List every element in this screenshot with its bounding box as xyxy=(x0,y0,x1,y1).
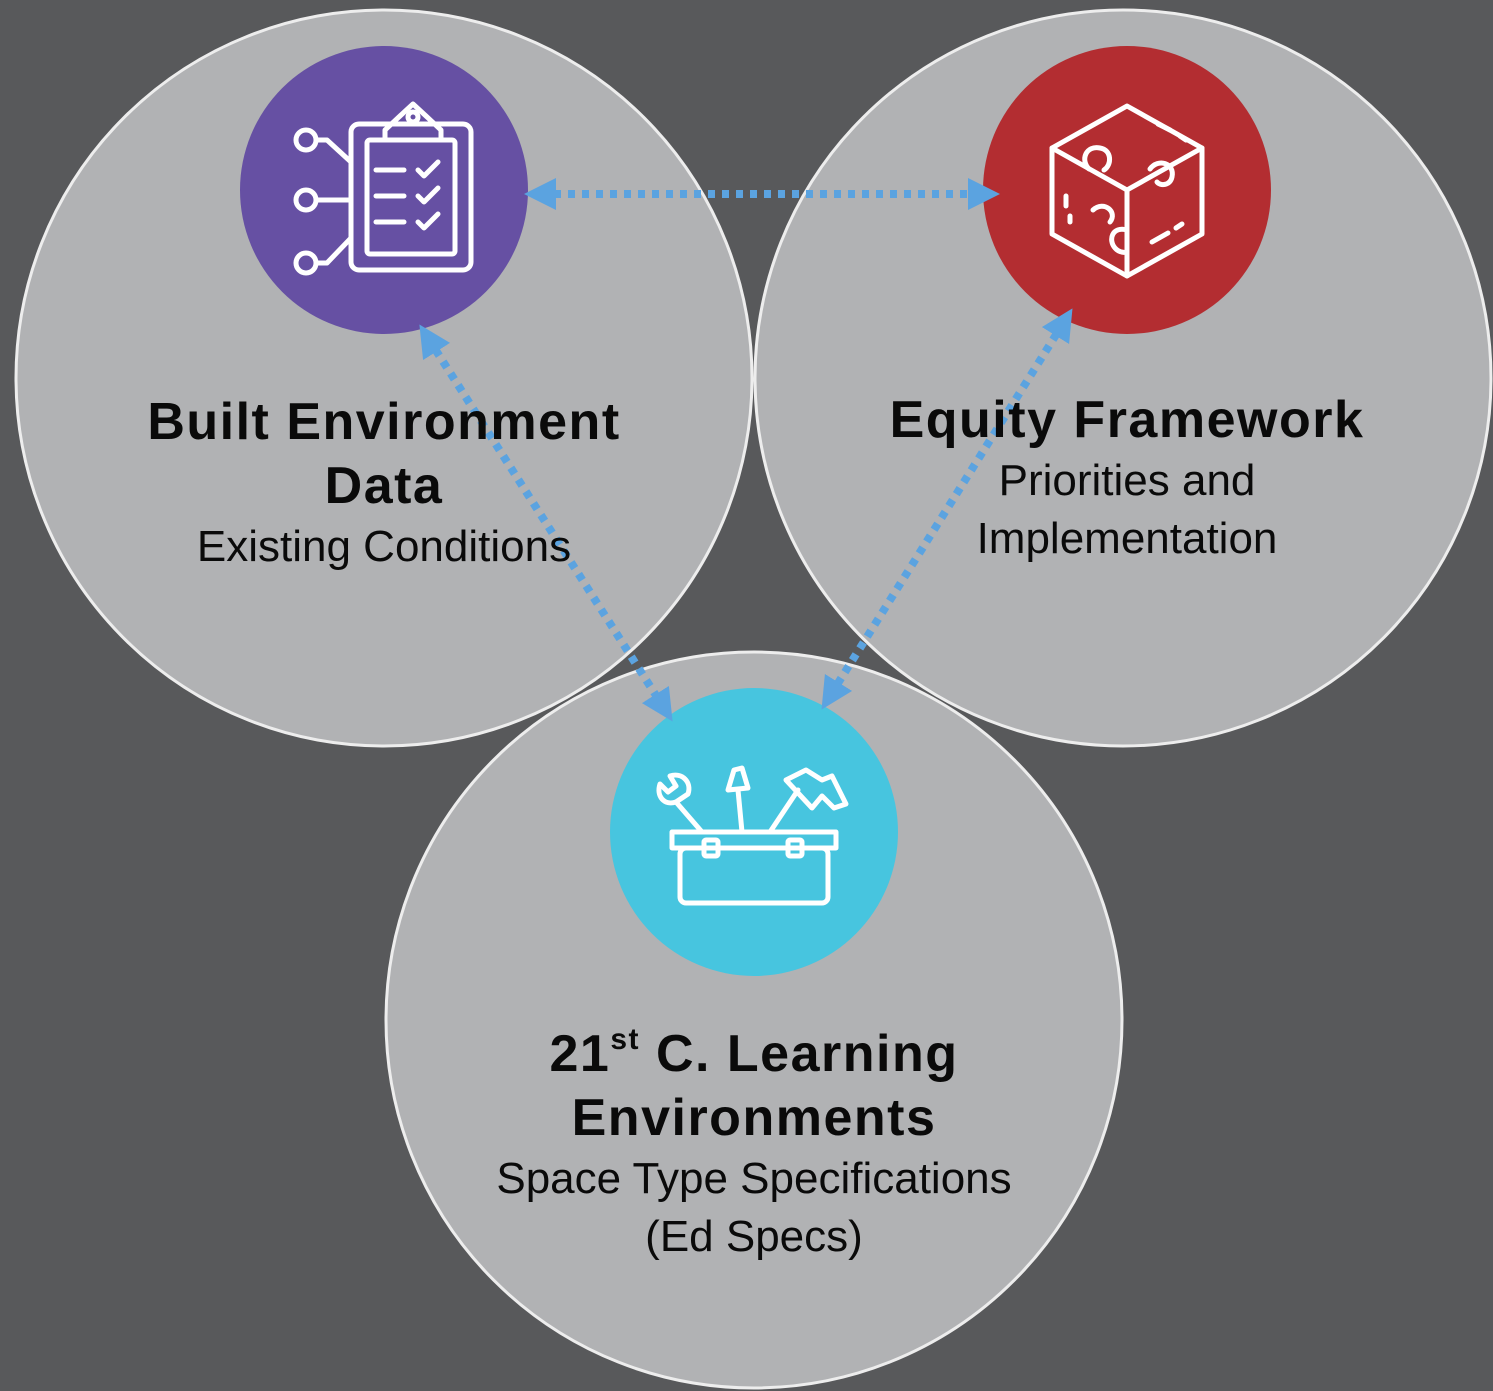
learning-title-rest: C. Learning xyxy=(640,1025,959,1083)
learning-title-superscript: st xyxy=(610,1022,641,1056)
learning-title-line1: 21st C. Learning xyxy=(404,1022,1104,1086)
built-environment-label: Built Environment Data Existing Conditio… xyxy=(84,390,684,576)
learning-label: 21st C. Learning Environments Space Type… xyxy=(404,1022,1104,1266)
learning-circle xyxy=(384,650,1124,1390)
learning-subtitle-line2: (Ed Specs) xyxy=(645,1212,863,1261)
arrows xyxy=(419,178,1073,722)
arrow-equity-learning xyxy=(821,308,1073,710)
learning-title-line2: Environments xyxy=(571,1089,937,1147)
equity-subtitle-line1: Priorities and xyxy=(998,456,1256,505)
equity-label: Equity Framework Priorities and Implemen… xyxy=(827,388,1427,568)
built-environment-title-line1: Built Environment xyxy=(147,393,621,451)
puzzle-cube-icon xyxy=(983,46,1271,334)
clipboard-checklist-icon xyxy=(240,46,528,334)
equity-subtitle-line2: Implementation xyxy=(976,514,1278,563)
built-environment-title-line2: Data xyxy=(324,457,444,515)
learning-title-number: 21 xyxy=(549,1025,611,1083)
equity-title: Equity Framework xyxy=(889,391,1365,449)
built-environment-subtitle: Existing Conditions xyxy=(196,522,572,571)
arrow-built-learning xyxy=(419,324,673,722)
learning-subtitle-line1: Space Type Specifications xyxy=(496,1154,1012,1203)
toolbox-icon xyxy=(610,688,898,976)
